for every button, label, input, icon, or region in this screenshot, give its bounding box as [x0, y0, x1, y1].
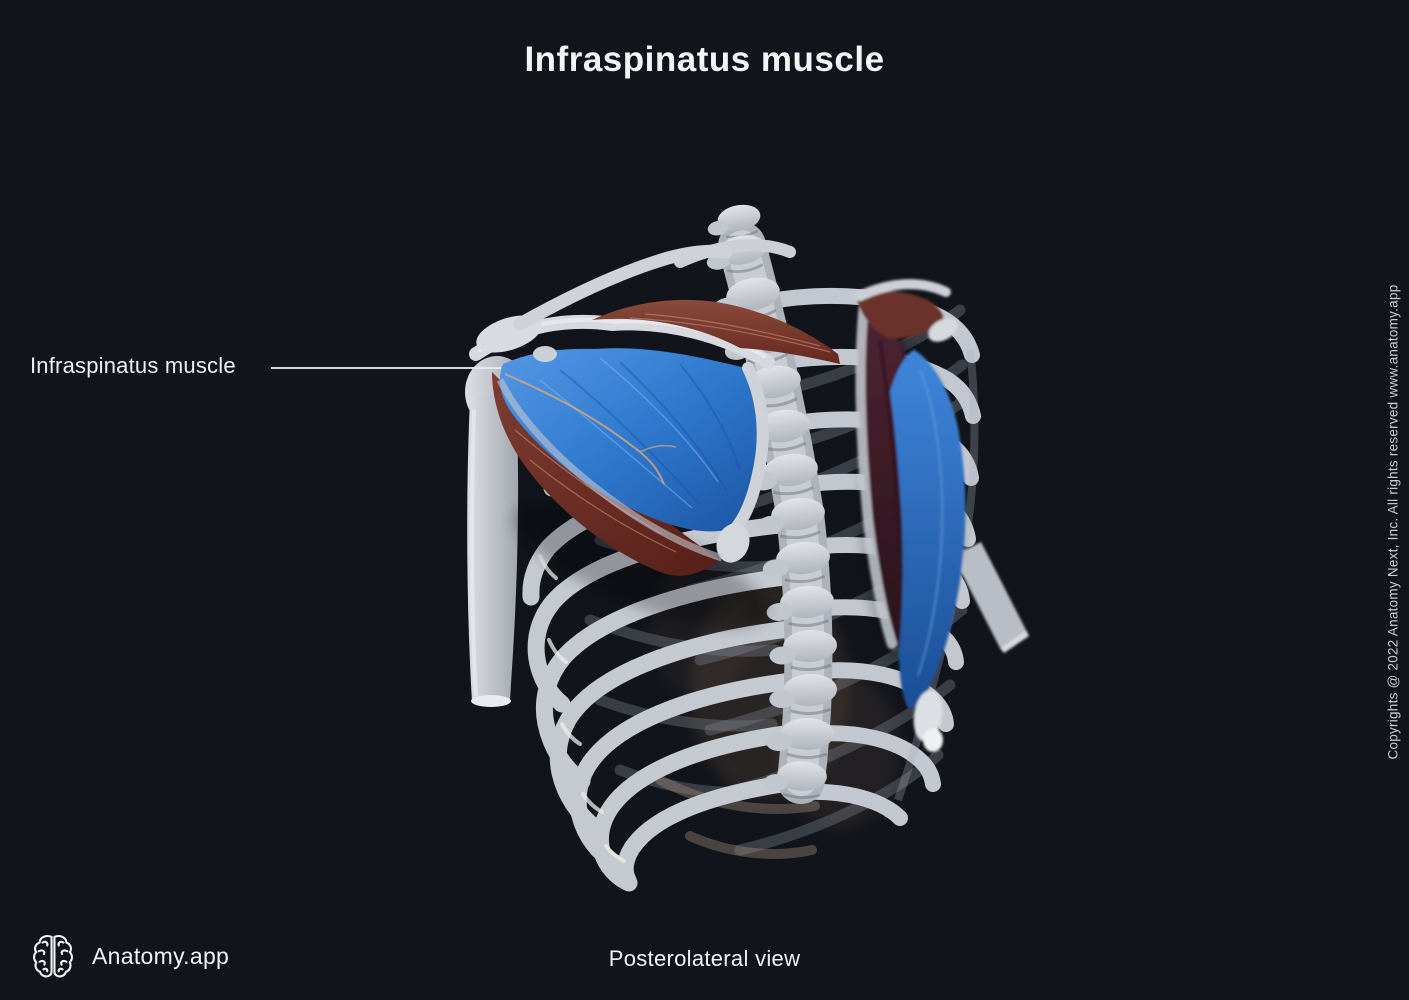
infraspinatus-right-highlight — [890, 350, 966, 709]
skeleton — [465, 200, 1029, 892]
clavicle — [513, 244, 733, 331]
copyright-text: Copyrights @ 2022 Anatomy Next, Inc. All… — [1385, 284, 1401, 760]
supraspinatus-right — [856, 291, 944, 339]
teres-muscles — [492, 372, 720, 576]
view-caption: Posterolateral view — [608, 946, 801, 971]
inferior-angle — [716, 523, 750, 563]
right-humerus — [953, 542, 1026, 648]
scapula-left — [469, 244, 840, 628]
medial-border — [727, 362, 769, 537]
brand: Anatomy.app — [30, 930, 229, 982]
scapula-right — [855, 279, 1029, 752]
brand-name: Anatomy.app — [92, 942, 230, 969]
muscle-label: Infraspinatus muscle — [30, 353, 236, 378]
supraspinatus — [592, 299, 840, 364]
infraspinatus-left-highlight — [499, 348, 760, 532]
page-title: Infraspinatus muscle — [524, 40, 885, 79]
leader-line — [271, 367, 501, 369]
tendon-line — [504, 373, 665, 485]
